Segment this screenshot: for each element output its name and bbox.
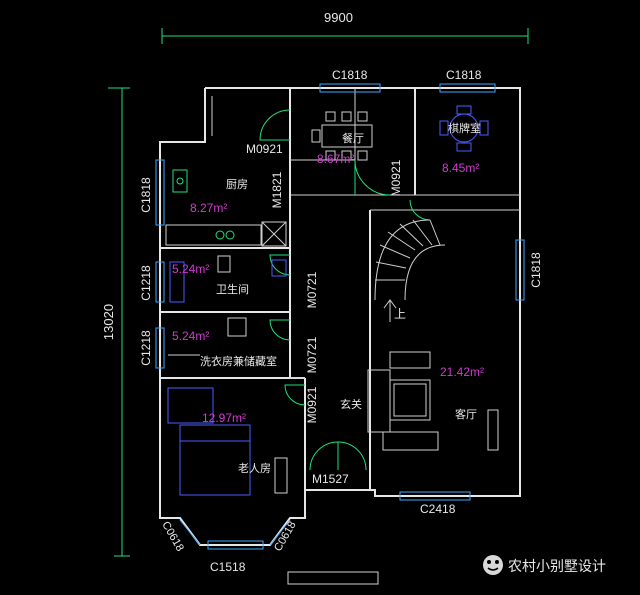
window-bay-left: C0618 [159,519,186,553]
room-elder-name: 老人房 [238,462,271,475]
stair-up-label: 上 [394,307,406,321]
total-width-label: 9900 [324,10,353,25]
room-bath-name: 卫生间 [216,282,249,296]
total-height-label: 13020 [101,304,116,340]
window-laundry-left: C1218 [139,330,153,366]
door-kitchen-outer: M0921 [246,142,283,156]
dimension-lines [108,28,529,557]
interior-walls [160,140,520,490]
window-elder-bottom: C1518 [210,560,246,574]
door-laundry: M0721 [305,336,319,373]
room-living-name: 客厅 [455,407,477,421]
room-laundry-area: 5.24m² [172,329,209,343]
watermark-text: 农村小别墅设计 [508,559,606,575]
room-chess-name: 棋牌室 [448,121,481,135]
window-living-bottom: C2418 [420,502,456,516]
staircase [374,219,446,322]
room-chess-area: 8.45m² [442,161,479,175]
door-bath: M0721 [305,271,319,308]
window-chess-top: C1818 [446,68,482,82]
watermark-logo-icon [483,555,503,575]
window-kitchen-left: C1818 [139,177,153,213]
room-bath-area: 5.24m² [172,262,209,276]
door-dining: M0921 [389,159,403,196]
door-kitchen-inner: M1821 [270,171,284,208]
doors-marks [259,109,431,471]
door-entry: M1527 [312,472,349,486]
windows-marks [155,83,525,585]
room-living-area: 21.42m² [440,365,484,379]
room-kitchen-name: 厨房 [226,178,248,191]
furniture [165,105,499,496]
room-dining-name: 餐厅 [342,131,364,145]
door-elder: M0921 [305,386,319,423]
room-dining-area: 8.67m² [317,152,354,166]
room-elder-area: 12.97m² [202,411,246,425]
room-kitchen-area: 8.27m² [190,201,227,215]
window-dining-top: C1818 [332,68,368,82]
window-living-right: C1818 [529,252,543,288]
room-laundry-name: 洗衣房兼储藏室 [200,354,277,368]
window-bath-left: C1218 [139,265,153,301]
room-foyer-name: 玄关 [340,397,362,411]
